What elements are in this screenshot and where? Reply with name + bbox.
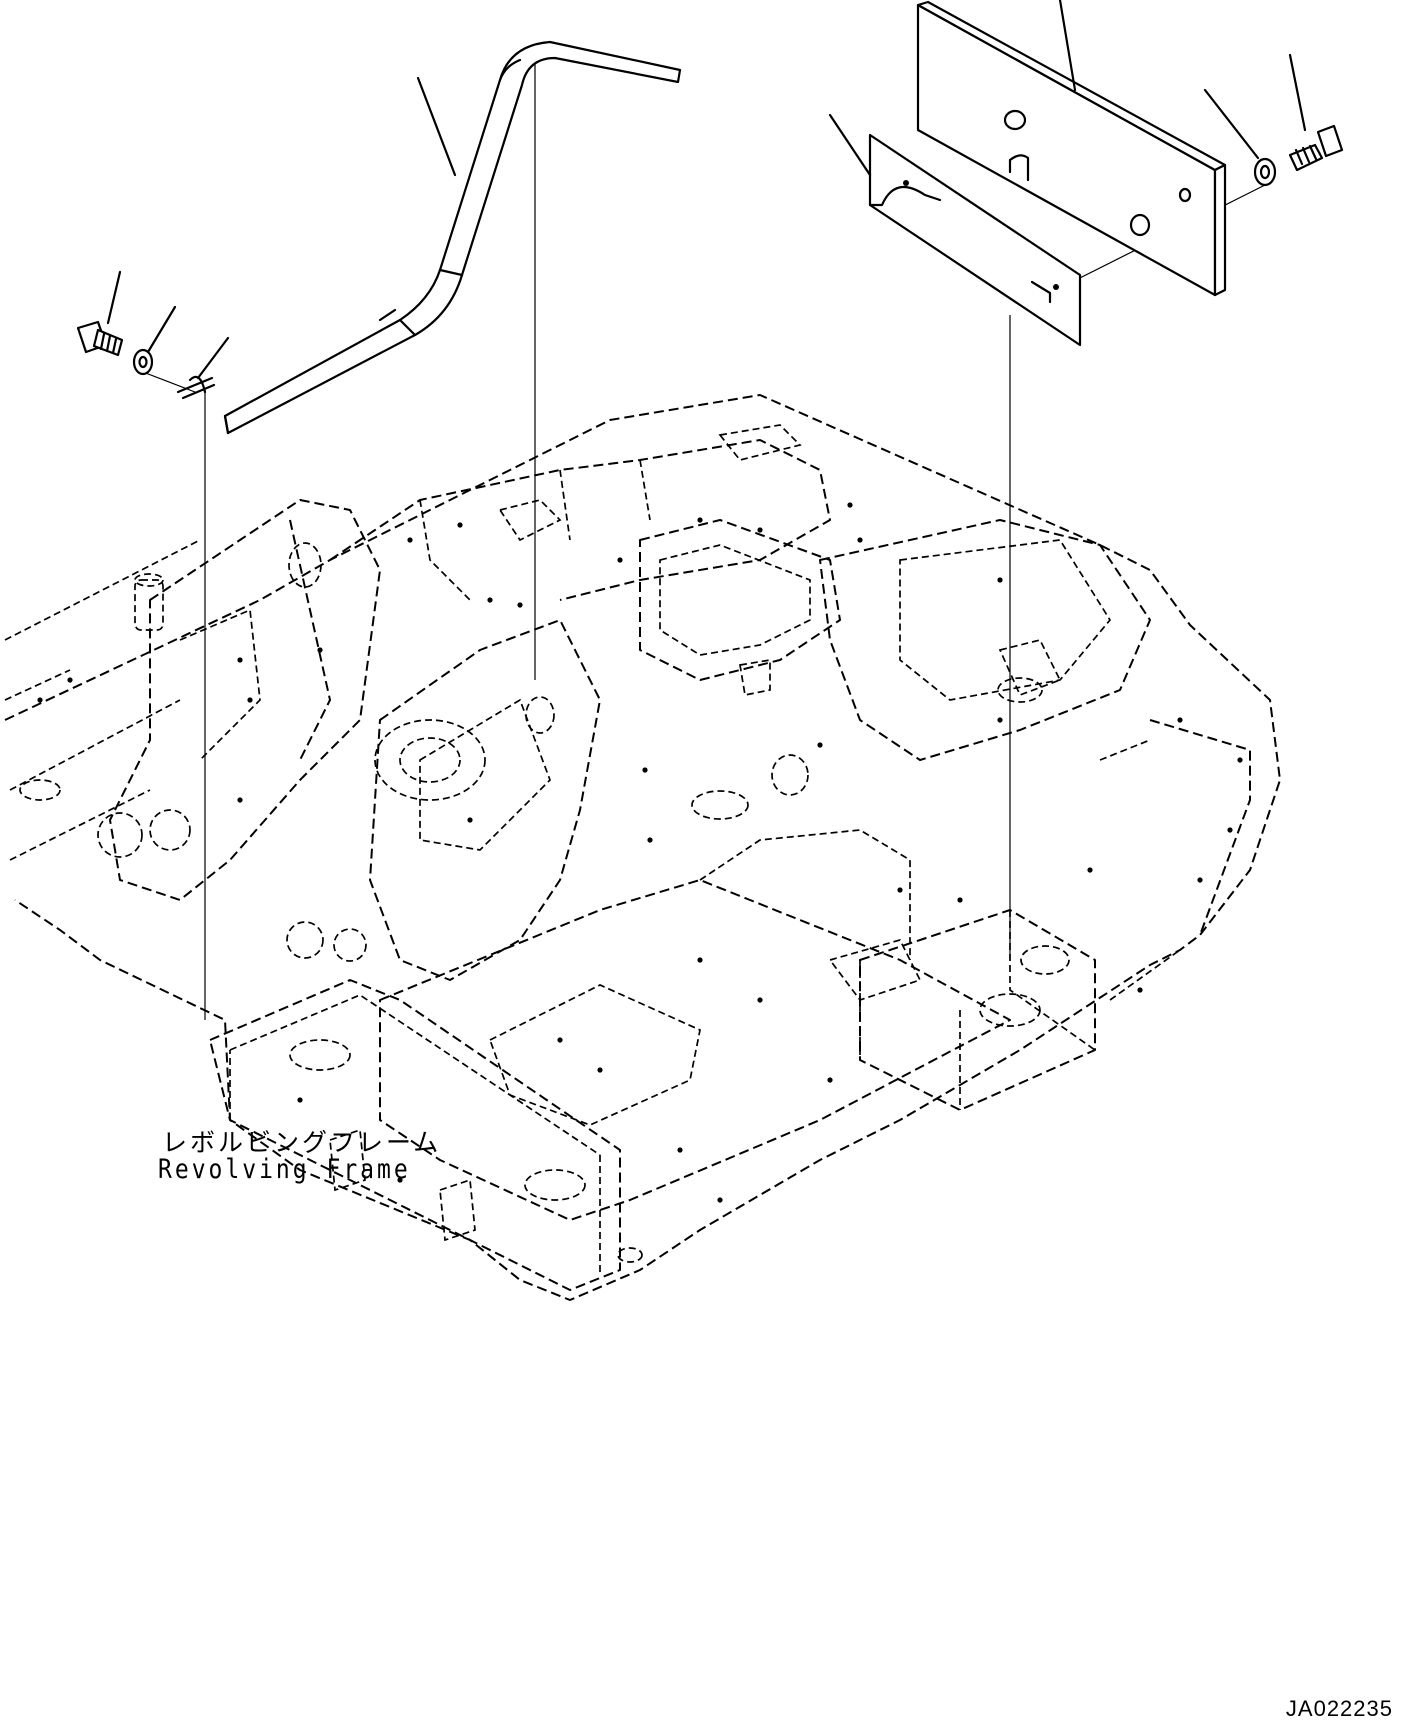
drawing-number: JA022235 <box>1285 1696 1393 1721</box>
revolving-frame <box>4 394 1281 1301</box>
handrail-bar-icon <box>223 40 682 435</box>
washer-icon <box>132 348 154 376</box>
leader-lines <box>106 0 1307 380</box>
bolt-icon <box>76 320 124 357</box>
frame-label-english: Revolving Frame <box>158 1155 411 1185</box>
cover-plate-icon <box>916 0 1227 297</box>
washer-icon <box>1253 157 1277 187</box>
frame-label-japanese: レボルビングフレーム <box>162 1128 442 1157</box>
spacer-plate-icon <box>868 133 1082 347</box>
bolt-icon <box>1288 124 1344 172</box>
assembly-center-lines <box>142 55 1266 1020</box>
frame-holes <box>37 502 1243 1203</box>
